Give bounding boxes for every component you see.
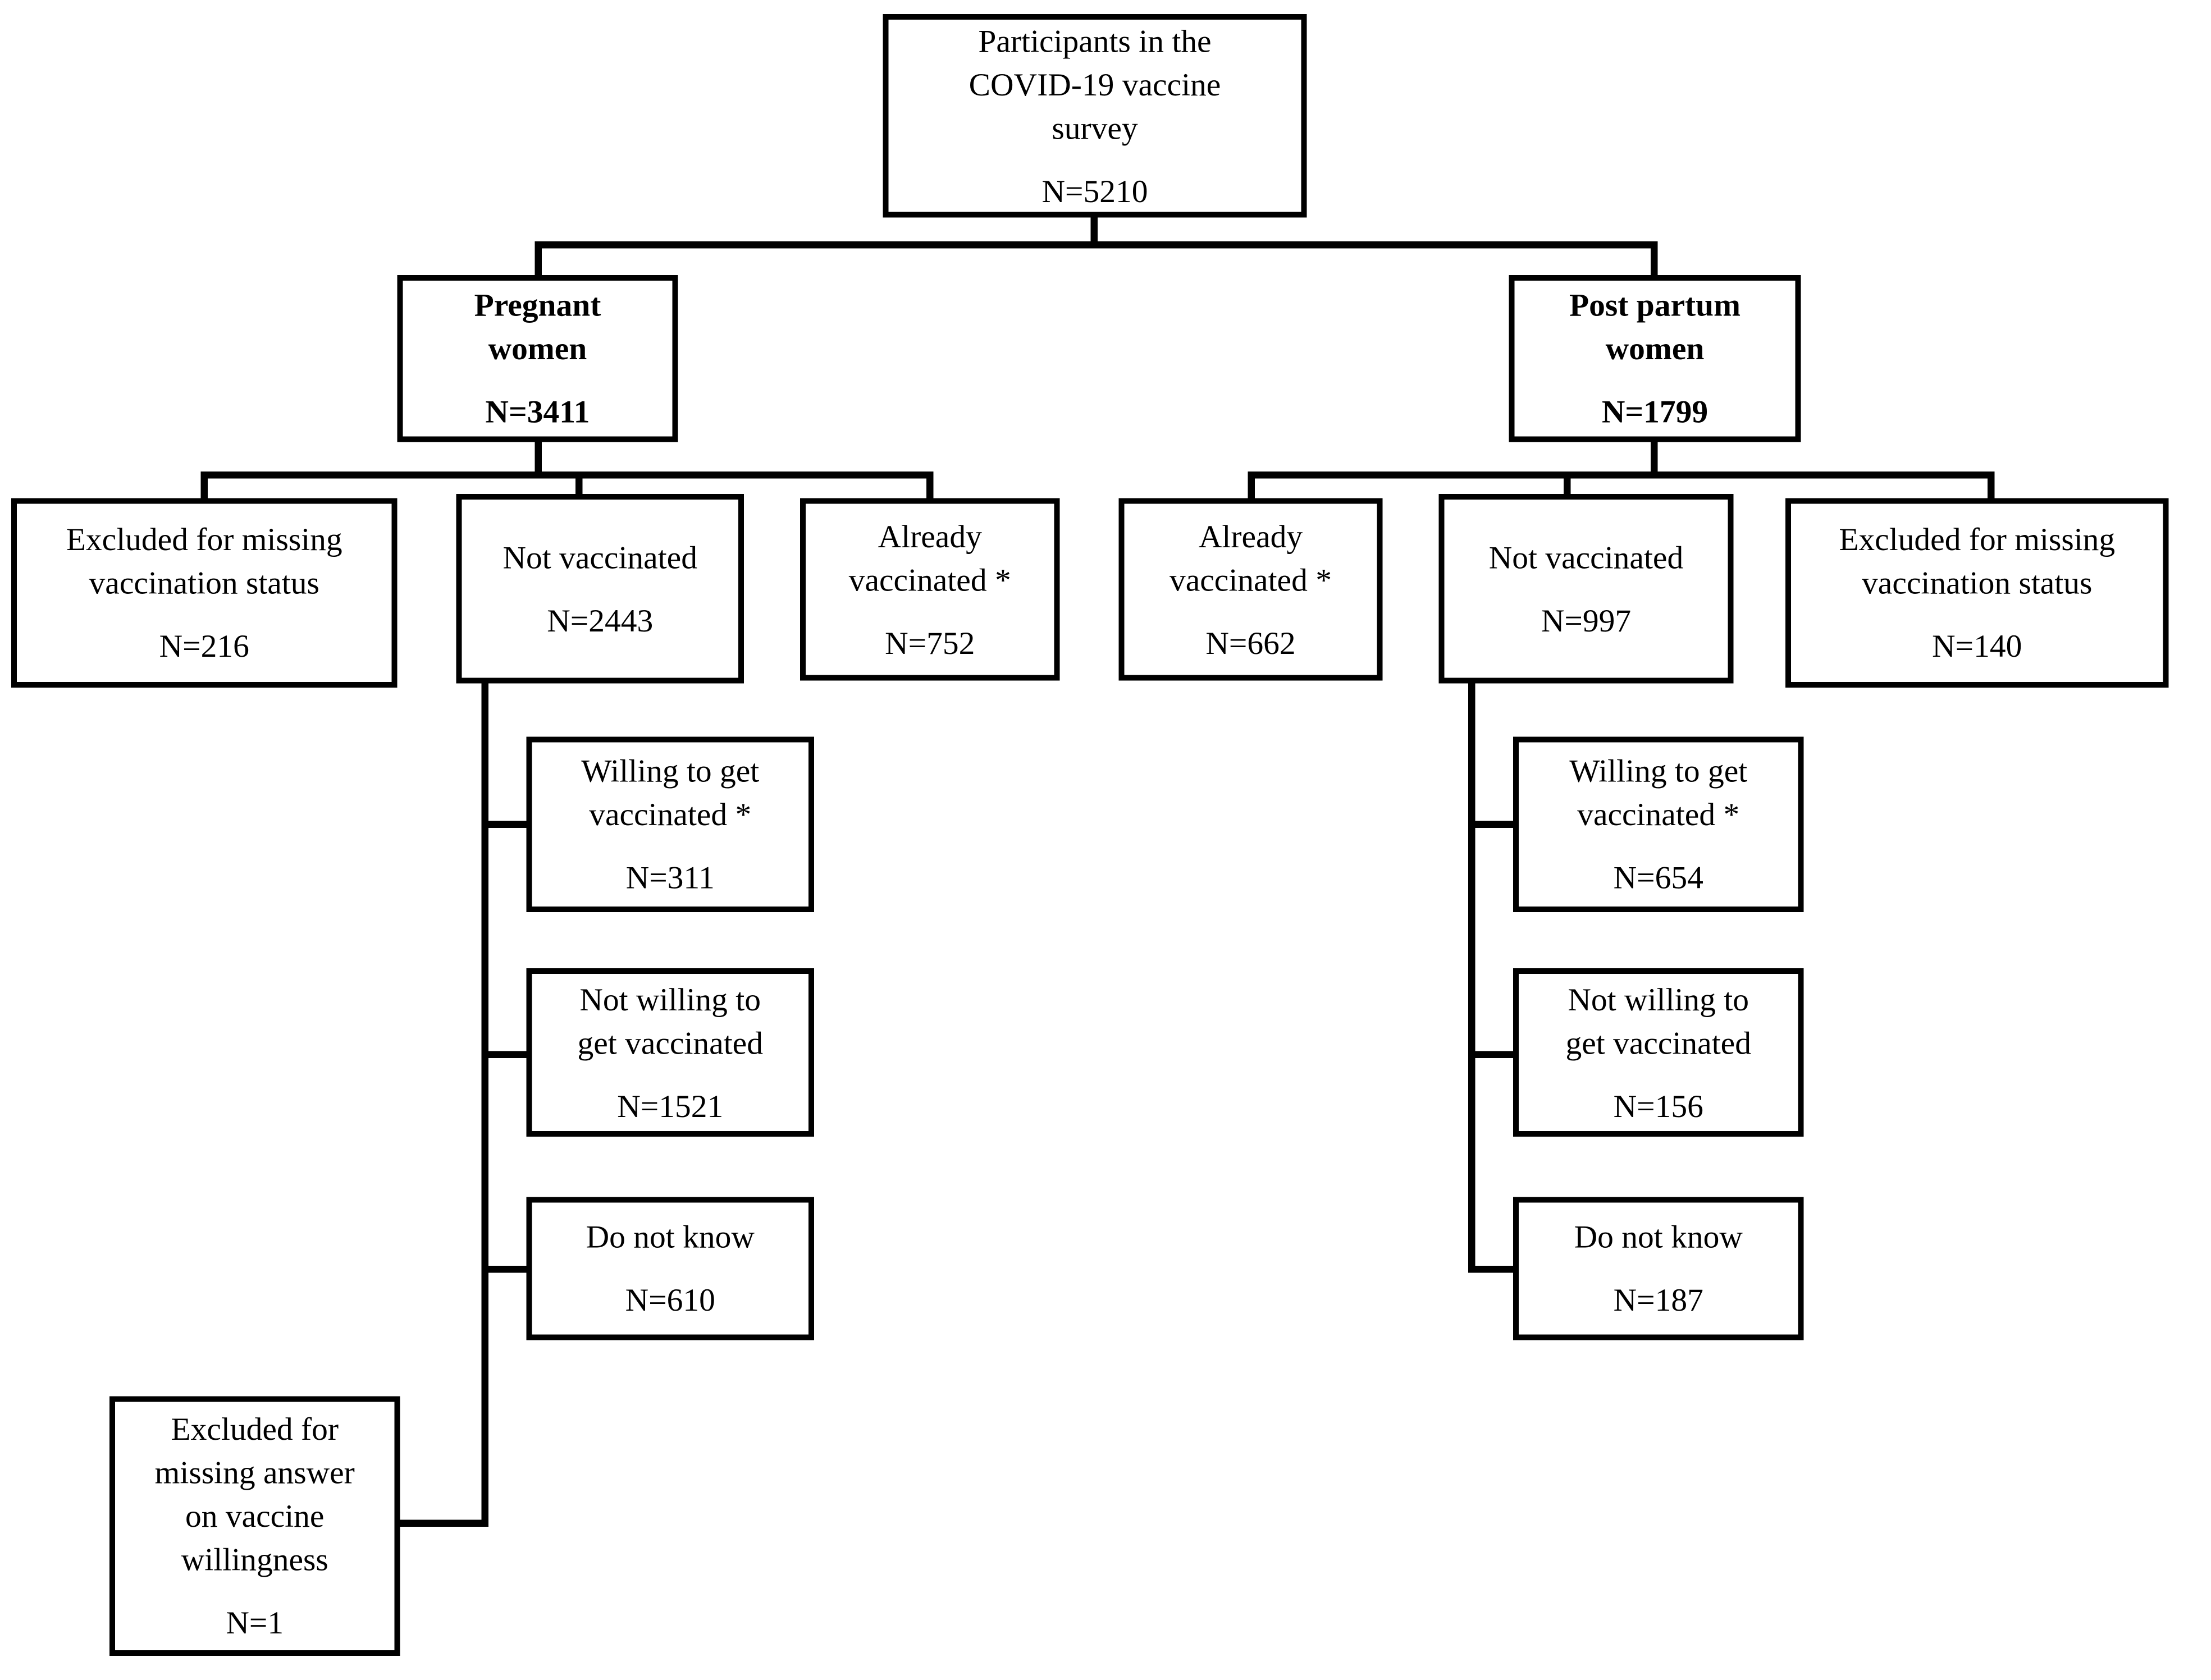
node-label: Do not know [1574, 1219, 1743, 1255]
node-label: Excluded for missing vaccination status [66, 522, 342, 601]
connector-to-postpartum-willing [1468, 821, 1513, 828]
connector-pregnant-stem [535, 442, 542, 479]
node-count: N=311 [625, 860, 715, 896]
node-count: N=610 [625, 1283, 715, 1318]
node-postpartum-already-vaccinated: Already vaccinated * N=662 [1118, 498, 1383, 681]
node-label: Not willing to get vaccinated [1565, 981, 1751, 1060]
node-label: Participants in the COVID-19 vaccine sur… [969, 23, 1221, 145]
connector-to-pregnant-excluded [200, 472, 208, 498]
connector-to-pregnant-do-not-know [481, 1266, 527, 1273]
node-postpartum-excluded-missing-status: Excluded for missing vaccination status … [1785, 498, 2169, 688]
node-count: N=2443 [547, 602, 654, 638]
node-pregnant-excluded-missing-willingness: Excluded for missing answer on vaccine w… [109, 1396, 400, 1656]
connector-pregnant-crossbar [200, 472, 934, 479]
connector-to-pregnant-excluded-willingness [400, 1519, 488, 1527]
connector-to-postpartum-not-willing [1468, 1051, 1513, 1058]
node-count: N=187 [1613, 1283, 1703, 1318]
node-postpartum-not-willing: Not willing to get vaccinated N=156 [1513, 968, 1804, 1137]
node-count: N=997 [1541, 602, 1632, 638]
node-count: N=654 [1613, 860, 1703, 896]
node-pregnant-willing: Willing to get vaccinated * N=311 [526, 736, 814, 912]
connector-to-postpartum-already-vaccinated [1248, 472, 1255, 498]
node-participants-root: Participants in the COVID-19 vaccine sur… [883, 14, 1307, 218]
node-label: Excluded for missing vaccination status [1839, 522, 2116, 601]
node-count: N=662 [1205, 625, 1296, 661]
node-label: Already vaccinated * [848, 518, 1011, 597]
node-label: Do not know [586, 1219, 755, 1255]
node-count: N=1 [226, 1605, 284, 1641]
node-label: Excluded for missing answer on vaccine w… [154, 1412, 355, 1577]
connector-to-postpartum-excluded [1988, 472, 1995, 498]
node-postpartum-willing: Willing to get vaccinated * N=654 [1513, 736, 1804, 912]
connector-to-pregnant-not-vaccinated [575, 472, 583, 494]
node-count: N=1521 [617, 1088, 724, 1124]
connector-postpartum-willingness-spine [1468, 683, 1475, 1273]
node-pregnant-not-vaccinated: Not vaccinated N=2443 [456, 494, 744, 684]
node-postpartum-women: Post partum women N=1799 [1509, 275, 1801, 442]
connector-to-pregnant-already-vaccinated [926, 472, 934, 498]
connector-postpartum-crossbar [1248, 472, 1995, 479]
node-pregnant-already-vaccinated: Already vaccinated * N=752 [800, 498, 1060, 681]
connector-to-pregnant [535, 241, 542, 275]
node-pregnant-do-not-know: Do not know N=610 [526, 1197, 814, 1340]
node-label: Already vaccinated * [1170, 518, 1332, 597]
node-pregnant-excluded-missing-status: Excluded for missing vaccination status … [11, 498, 398, 688]
node-count: N=3411 [485, 394, 590, 430]
connector-root-stem [1090, 217, 1098, 249]
node-count: N=140 [1932, 629, 2022, 664]
node-postpartum-do-not-know: Do not know N=187 [1513, 1197, 1804, 1340]
node-pregnant-women: Pregnant women N=3411 [397, 275, 678, 442]
node-label: Not willing to get vaccinated [577, 981, 763, 1060]
node-label: Pregnant women [474, 287, 601, 367]
node-count: N=216 [159, 629, 249, 664]
node-postpartum-not-vaccinated: Not vaccinated N=997 [1438, 494, 1734, 684]
connector-root-crossbar [535, 241, 1658, 249]
node-label: Willing to get vaccinated * [1569, 753, 1748, 832]
node-label: Post partum women [1569, 287, 1741, 367]
connector-to-postpartum-do-not-know [1468, 1266, 1513, 1273]
connector-to-postpartum-not-vaccinated [1564, 472, 1571, 494]
node-label: Willing to get vaccinated * [581, 753, 760, 832]
node-count: N=5210 [1041, 173, 1148, 209]
connector-to-postpartum [1651, 241, 1658, 275]
node-count: N=752 [885, 625, 975, 661]
node-count: N=1799 [1601, 394, 1708, 430]
connector-pregnant-willingness-spine [481, 683, 488, 1527]
node-label: Not vaccinated [502, 539, 697, 575]
node-label: Not vaccinated [1488, 539, 1684, 575]
connector-postpartum-stem [1651, 442, 1658, 479]
connector-to-pregnant-not-willing [481, 1051, 527, 1058]
node-count: N=156 [1613, 1088, 1703, 1124]
node-pregnant-not-willing: Not willing to get vaccinated N=1521 [526, 968, 814, 1137]
connector-to-pregnant-willing [481, 821, 527, 828]
